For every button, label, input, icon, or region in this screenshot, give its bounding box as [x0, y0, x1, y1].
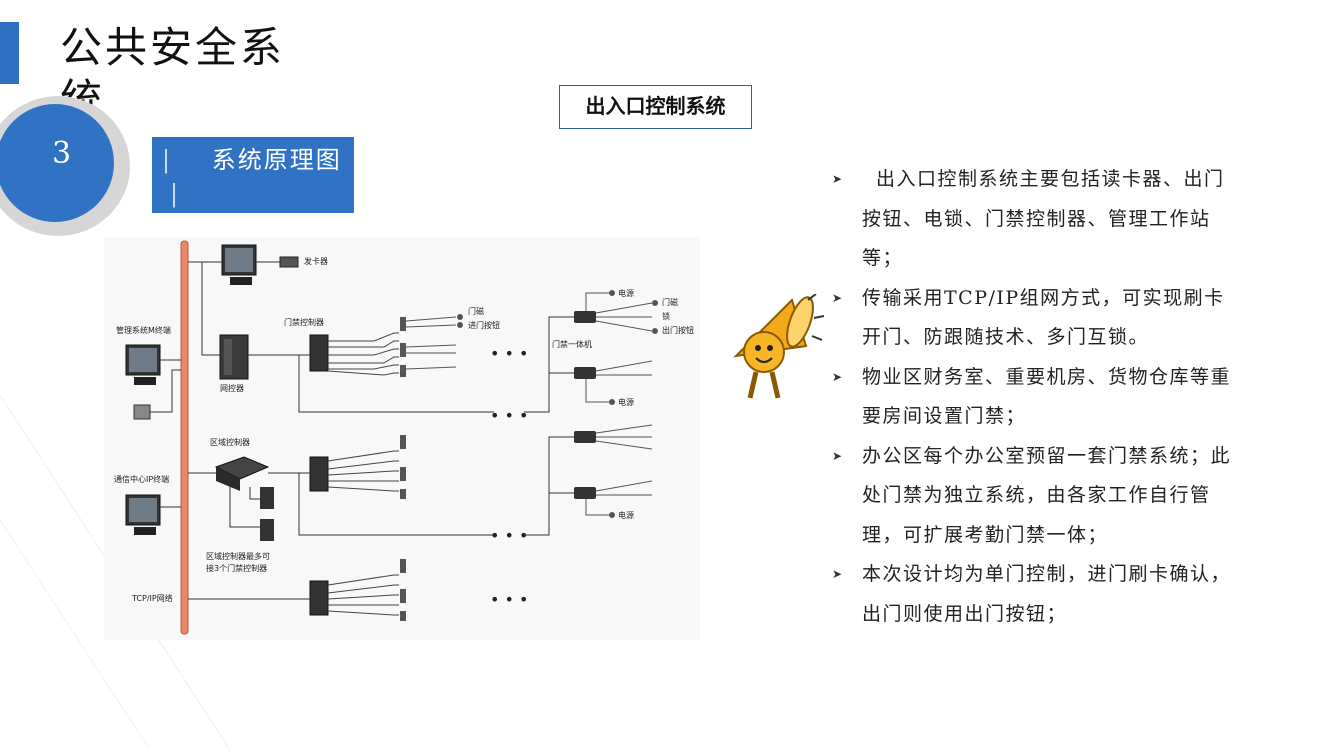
label-power-2: 电源: [618, 397, 634, 407]
integrated-unit-icon: [574, 311, 596, 379]
megaphone-mascot-icon: [733, 294, 825, 399]
subtitle-separator-end: |: [170, 180, 179, 208]
bullet-marker-icon: ➤: [832, 567, 844, 581]
label-lock: 锁: [662, 311, 670, 321]
bullet-marker-icon: ➤: [832, 448, 844, 463]
tcpip-bus: [180, 240, 189, 635]
bullet-item: ➤ 传输采用TCP/IP组网方式，可实现刷卡开门、防跟随技术、多门互锁。: [832, 279, 1242, 358]
label-management-terminal: 管理系统M终端: [116, 325, 171, 335]
section-circle: [0, 104, 114, 222]
card-workstation-icon: [221, 244, 257, 285]
bullet-item: ➤ 本次设计均为单门控制，进门刷卡确认，出门则使用出门按钮；: [832, 555, 1242, 634]
door-controller-icon-3: [309, 580, 329, 616]
card-issuer-icon: [279, 256, 299, 268]
diagram-title: 出入口控制系统: [585, 94, 726, 118]
label-door-magnet: 门磁: [468, 306, 484, 316]
system-diagram-svg: 发卡器 管理系统M终端 网控器 门禁控制器 门磁 进门按钮: [114, 240, 694, 635]
door-controller-icon: [309, 334, 329, 372]
label-tcpip: TCP/IP网络: [131, 593, 173, 603]
management-terminal-icon: [125, 344, 161, 420]
bullet-item: ➤ 物业区财务室、重要机房、货物仓库等重要房间设置门禁；: [832, 358, 1242, 437]
door-controller-icon-2: [309, 456, 329, 492]
label-power-1: 电源: [618, 288, 634, 298]
ellipsis-1: • • •: [490, 344, 528, 363]
bullet-text: 传输采用TCP/IP组网方式，可实现刷卡开门、防跟随技术、多门互锁。: [862, 286, 1225, 349]
label-area-note-2: 接3个门禁控制器: [206, 563, 267, 573]
section-number: 3: [52, 136, 72, 171]
bullet-item: ➤ 办公区每个办公室预留一套门禁系统；此处门禁为独立系统，由各家工作自行管理，可扩…: [832, 437, 1242, 556]
area-controller-icon: [214, 456, 274, 541]
label-comm-terminal: 通信中心IP终端: [114, 474, 169, 484]
bullet-text: 办公区每个办公室预留一套门禁系统；此处门禁为独立系统，由各家工作自行管理，可扩展…: [862, 444, 1232, 546]
ellipsis-2: • • •: [490, 406, 528, 425]
title-accent-bar: [0, 22, 19, 84]
ellipsis-4: • • •: [490, 590, 528, 609]
network-controller-icon: [219, 334, 249, 380]
label-door-magnet-2: 门磁: [662, 297, 678, 307]
section-subtitle: 系统原理图: [211, 146, 342, 174]
comm-terminal-icon: [125, 494, 161, 535]
label-area-controller: 区域控制器: [210, 437, 250, 447]
label-card-issuer: 发卡器: [304, 256, 328, 266]
bullet-text: 本次设计均为单门控制，进门刷卡确认，出门则使用出门按钮；: [862, 563, 1232, 625]
bullet-text: 出入口控制系统主要包括读卡器、出门按钮、电锁、门禁控制器、管理工作站等；: [862, 168, 1225, 269]
diagram-title-box: 出入口控制系统: [559, 85, 752, 129]
label-area-note-1: 区域控制器最多可: [206, 551, 270, 561]
subtitle-separator: |: [162, 146, 171, 174]
ellipsis-3: • • •: [490, 526, 528, 545]
label-power-3: 电源: [618, 510, 634, 520]
bullet-marker-icon: ➤: [832, 172, 844, 186]
label-door-controller: 门禁控制器: [284, 317, 324, 327]
system-diagram: 发卡器 管理系统M终端 网控器 门禁控制器 门磁 进门按钮: [104, 237, 700, 640]
label-integrated-unit: 门禁一体机: [552, 339, 592, 349]
label-entry-button: 进门按钮: [468, 320, 500, 330]
bullet-marker-icon: ➤: [832, 290, 844, 305]
label-network-controller: 网控器: [220, 383, 244, 393]
section-subtitle-box: | 系统原理图 |: [152, 137, 354, 213]
bullet-marker-icon: ➤: [832, 369, 844, 384]
bullet-list: ➤ 出入口控制系统主要包括读卡器、出门按钮、电锁、门禁控制器、管理工作站等； ➤ 传…: [832, 160, 1242, 634]
reader-icon: [400, 317, 406, 377]
bullet-text: 物业区财务室、重要机房、货物仓库等重要房间设置门禁；: [862, 365, 1232, 428]
label-exit-button: 出门按钮: [662, 325, 694, 335]
bullet-item: ➤ 出入口控制系统主要包括读卡器、出门按钮、电锁、门禁控制器、管理工作站等；: [832, 160, 1242, 279]
